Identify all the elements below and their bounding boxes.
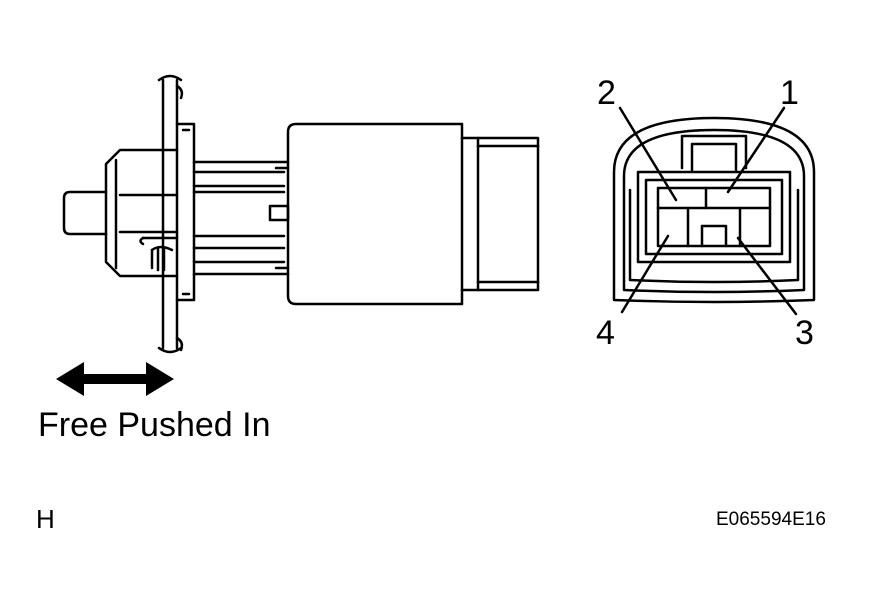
rear-connector xyxy=(460,136,540,292)
leader-3 xyxy=(736,236,798,316)
mounting-panel xyxy=(157,74,184,354)
leader-4 xyxy=(620,234,670,314)
flange xyxy=(175,122,196,302)
corner-letter: H xyxy=(36,504,55,534)
pin-leader-lines xyxy=(618,106,798,316)
switch-body xyxy=(286,122,464,306)
pin-label-2: 2 xyxy=(597,74,616,112)
caption: Free Pushed In xyxy=(38,406,271,444)
pin-label-3: 3 xyxy=(795,314,814,352)
figure-code: E065594E16 xyxy=(716,509,826,530)
switch-neck xyxy=(192,160,290,276)
plunger-tip xyxy=(62,190,108,236)
leader-2 xyxy=(618,106,678,202)
double-arrow-icon xyxy=(56,362,174,396)
front-collar xyxy=(104,148,179,278)
pin-label-4: 4 xyxy=(596,314,615,352)
connector-face xyxy=(612,116,816,304)
leader-1 xyxy=(726,106,786,194)
pin-label-1: 1 xyxy=(780,74,799,112)
